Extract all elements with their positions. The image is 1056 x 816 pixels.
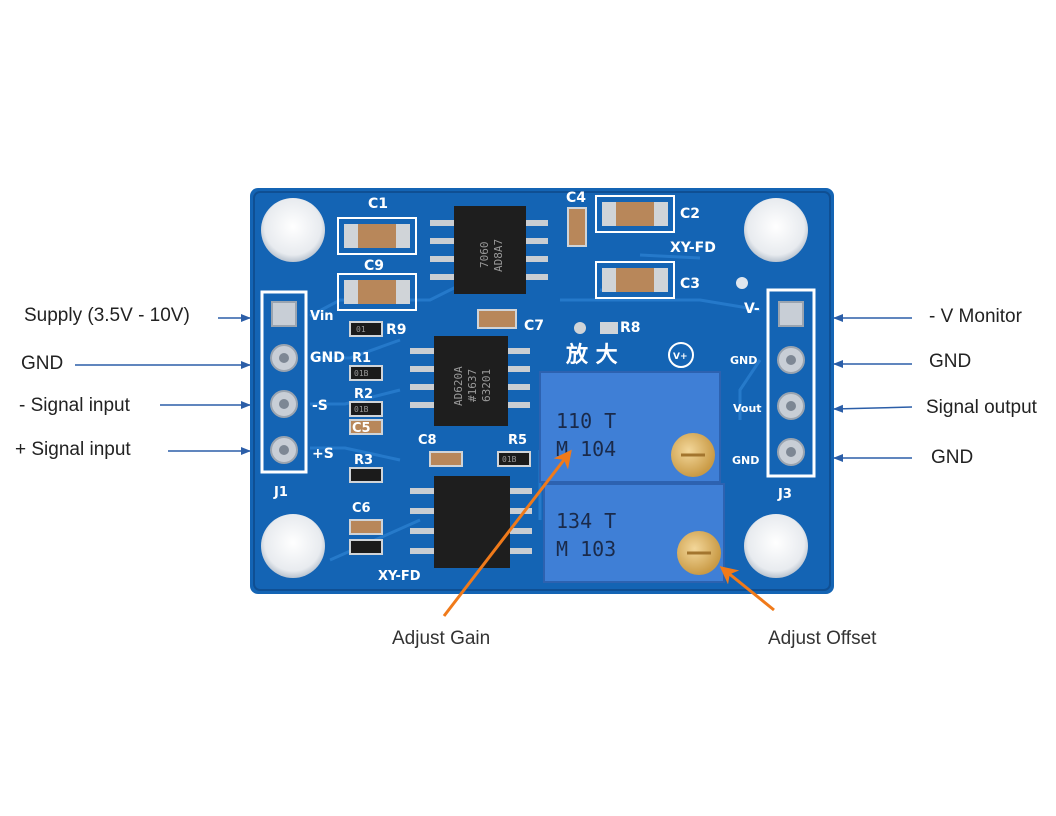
svg-text:AD8A7: AD8A7 xyxy=(492,239,505,272)
ic-u2 xyxy=(410,336,530,426)
silk-c4: C4 xyxy=(566,190,586,206)
silk-r2: R2 xyxy=(354,387,373,402)
silk-r5: R5 xyxy=(508,433,527,448)
pcb-board xyxy=(250,188,834,594)
silk-r1: R1 xyxy=(352,351,371,366)
silk-c1: C1 xyxy=(368,196,388,212)
capacitor-c1 xyxy=(337,217,417,255)
arrow-signal-output xyxy=(833,404,913,413)
silk-c3: C3 xyxy=(680,276,700,292)
silk-c6: C6 xyxy=(352,501,371,516)
silk-board-name: XY-FD xyxy=(670,240,716,256)
silk-c9: C9 xyxy=(364,258,384,274)
silk-v-minus: V- xyxy=(744,301,760,317)
silk-vplus: V+ xyxy=(673,352,688,362)
capacitor-c6 xyxy=(349,519,383,535)
resistor-r1 xyxy=(349,365,383,381)
header-j1 xyxy=(260,290,308,474)
label-supply: Supply (3.5V - 10V) xyxy=(24,305,190,326)
capacitor-c3 xyxy=(595,261,675,299)
silk-r8: R8 xyxy=(620,320,641,336)
ic-u1 xyxy=(430,206,548,294)
silk-vin: Vin xyxy=(310,309,334,324)
svg-text:63201: 63201 xyxy=(480,369,493,402)
silk-c8: C8 xyxy=(418,433,437,448)
mounting-hole xyxy=(744,198,808,262)
code-r2: 01B xyxy=(354,405,369,414)
label-gnd-right-top: GND xyxy=(929,351,972,372)
label-adjust-gain: Adjust Gain xyxy=(392,628,491,649)
capacitor-c5 xyxy=(349,419,383,435)
silk-r9: R9 xyxy=(386,322,407,338)
svg-text:AD620A: AD620A xyxy=(452,366,465,406)
header-j3 xyxy=(766,288,816,478)
capacitor-c4 xyxy=(567,207,587,247)
capacitor-c9 xyxy=(337,273,417,311)
mounting-hole xyxy=(744,514,808,578)
label-gnd-right-bottom: GND xyxy=(931,447,974,468)
label-pos-signal: + Signal input xyxy=(15,439,131,460)
silk-gnd-r1: GND xyxy=(730,354,757,367)
arrow-adjust-gain xyxy=(442,449,572,617)
resistor-r4 xyxy=(349,539,383,555)
label-gnd-left: GND xyxy=(21,353,64,374)
resistor-r9 xyxy=(349,321,383,337)
silk-r3: R3 xyxy=(354,453,373,468)
silk-c5: C5 xyxy=(352,421,371,436)
silk-c2: C2 xyxy=(680,206,700,222)
svg-text:#1637: #1637 xyxy=(466,369,479,402)
resistor-r5 xyxy=(497,451,531,467)
svg-text:7060: 7060 xyxy=(478,242,491,269)
ic-u2-marking: AD620A #1637 63201 xyxy=(452,366,493,406)
code-r1: 01B xyxy=(354,369,369,378)
silk-gnd-pin: GND xyxy=(310,350,345,366)
potentiometer-offset[interactable] xyxy=(543,483,725,583)
resistor-r2 xyxy=(349,401,383,417)
silk-chinese: 放 大 xyxy=(565,342,618,368)
silk-gnd-r2: GND xyxy=(732,454,759,467)
silk-neg-s: -S xyxy=(312,398,328,414)
silk-j3: J3 xyxy=(777,487,792,502)
pot-offset-line2: M 103 xyxy=(556,537,616,561)
silk-j1: J1 xyxy=(273,485,288,500)
mounting-hole xyxy=(261,198,325,262)
silk-vout: Vout xyxy=(733,402,762,415)
code-r5: 01B xyxy=(502,455,517,464)
silk-board-name-bottom: XY-FD xyxy=(378,569,421,584)
resistor-r8 xyxy=(600,322,618,334)
silk-c7: C7 xyxy=(524,318,544,334)
ic-u1-marking: 7060 AD8A7 xyxy=(478,239,505,272)
capacitor-c2 xyxy=(595,195,675,233)
label-signal-output: Signal output xyxy=(926,397,1037,418)
pot-gain-line1: 110 T xyxy=(556,409,616,433)
label-neg-signal: - Signal input xyxy=(19,395,130,416)
label-adjust-offset: Adjust Offset xyxy=(768,628,877,649)
ic-u3 xyxy=(410,476,532,568)
resistor-r3 xyxy=(349,467,383,483)
capacitor-c8 xyxy=(429,451,463,467)
silk-pos-s: +S xyxy=(312,446,334,462)
label-v-monitor: - V Monitor xyxy=(929,306,1022,327)
mounting-hole xyxy=(261,514,325,578)
code-r9: 01 xyxy=(356,325,366,334)
capacitor-c7 xyxy=(477,309,517,329)
arrow-adjust-offset xyxy=(719,566,775,612)
pot-offset-line1: 134 T xyxy=(556,509,616,533)
